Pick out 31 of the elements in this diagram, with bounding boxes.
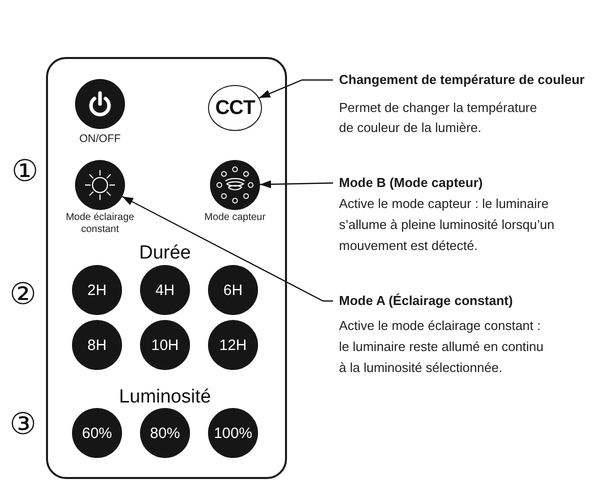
section-heading: Luminosité [119,388,211,406]
arrow [260,180,334,188]
round-button [210,160,260,210]
callout-text: Active le mode éclairage constant : le luminaire reste allumé en continu à la luminosité sélectionnée. [339,317,544,377]
callout-heading: Mode B (Mode capteur) [339,174,484,192]
round-button [75,160,125,210]
arrow [258,79,333,98]
step-number: ① [12,157,38,187]
remote-control-body [46,57,287,479]
step-number: ② [10,280,36,310]
round-button: 80% [140,408,190,458]
button-caption: ON/OFF [79,132,121,146]
button-caption: Mode capteur [204,212,266,224]
round-button: 100% [208,408,258,458]
callout-text: Active le mode capteur : le luminaire s’allume à pleine luminosité lorsqu’un mouvement est détecté. [339,195,556,255]
section-heading: Durée [139,244,191,262]
round-button: 10H [140,320,190,370]
button-caption: Mode éclairage constant [64,212,136,236]
round-button: 6H [208,265,258,315]
callout-heading: Mode A (Éclairage constant) [339,292,514,310]
callout-text: Permet de changer la température de couleur de la lumière. [339,99,538,137]
round-button: 8H [72,320,122,370]
round-button: 60% [72,408,122,458]
round-button [75,79,125,129]
step-number: ③ [10,410,36,440]
callout-heading: Changement de température de couleur [339,71,586,89]
round-button: 2H [72,265,122,315]
round-button: 4H [140,265,190,315]
oval-button: CCT [208,85,262,131]
arrow [122,196,333,302]
round-button: 12H [208,320,258,370]
